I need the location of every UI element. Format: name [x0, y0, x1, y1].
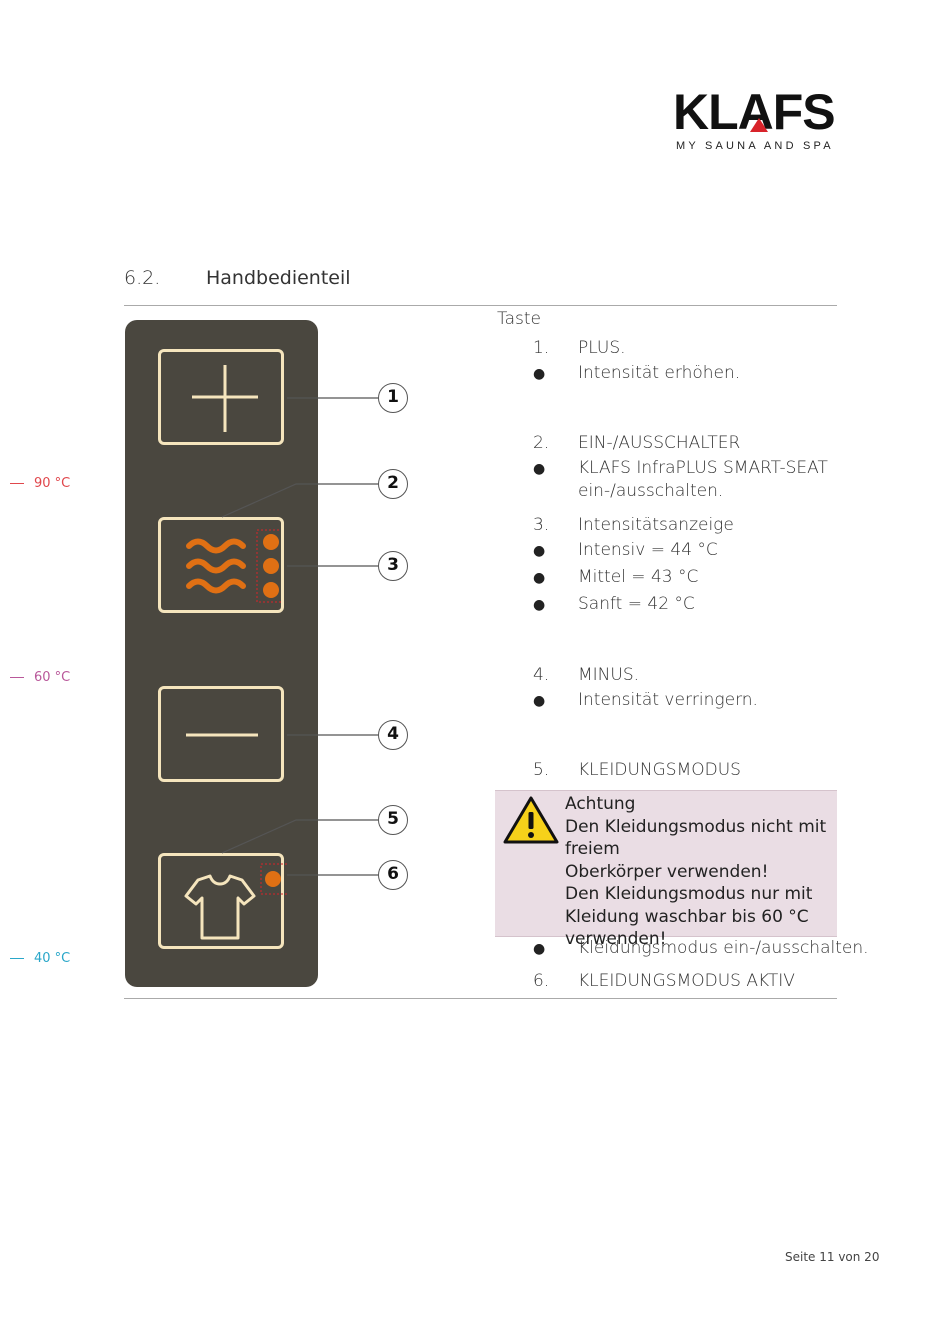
item-bullet: Sanft = 42 °C: [578, 594, 695, 614]
indicator-highlight: [260, 863, 290, 895]
item-title: KLEIDUNGSMODUS: [578, 760, 741, 780]
plus-icon: [192, 365, 258, 432]
bullet-icon: ●: [533, 941, 546, 957]
temp-marker-label: 60 °C: [34, 670, 71, 685]
shirt-icon: [184, 863, 290, 940]
logo-triangle-icon: [750, 118, 768, 132]
page-footer: Seite 11 von 20: [785, 1250, 880, 1264]
item-bullet: Intensität erhöhen.: [578, 363, 741, 383]
hand-control-panel: [125, 320, 318, 987]
item-number: 5.: [533, 760, 550, 780]
intensity-led-high: [263, 534, 279, 550]
column-header: Taste: [497, 309, 541, 329]
item-number: 3.: [533, 515, 550, 535]
marker-dash: [10, 677, 24, 678]
brand-tagline: MY SAUNA AND SPA: [676, 140, 834, 152]
bullet-icon: ●: [533, 693, 546, 709]
temp-marker-90: 90 °C: [10, 476, 70, 491]
bullet-icon: ●: [533, 570, 546, 586]
bottom-rule: [124, 998, 837, 999]
warning-line: Den Kleidungsmodus nur mit: [565, 884, 813, 904]
clothing-mode-led: [265, 871, 281, 887]
marker-dash: [10, 958, 24, 959]
bullet-icon: ●: [533, 543, 546, 559]
item-number: 4.: [533, 665, 550, 685]
warning-title: Achtung: [565, 794, 636, 814]
item-title: Intensitätsanzeige: [578, 515, 734, 535]
callout-4: 4: [378, 720, 408, 750]
warning-box: [495, 790, 837, 937]
callout-6: 6: [378, 860, 408, 890]
plus-key[interactable]: [158, 349, 284, 445]
item-number: 2.: [533, 433, 550, 453]
minus-icon: [186, 733, 258, 737]
item-title: PLUS.: [578, 338, 626, 358]
section-number: 6.2.: [124, 267, 161, 289]
warning-line: Oberkörper verwenden!: [565, 861, 769, 882]
temp-marker-60: 60 °C: [10, 670, 70, 685]
callout-5: 5: [378, 805, 408, 835]
marker-dash: [10, 483, 24, 484]
section-title: Handbedienteil: [206, 267, 351, 289]
callout-2: 2: [378, 469, 408, 499]
item-title: KLEIDUNGSMODUS AKTIV: [578, 971, 795, 991]
bullet-icon: ●: [533, 597, 546, 613]
warning-line: Den Kleidungsmodus nicht mit freiem: [565, 816, 827, 860]
warning-line: Kleidung waschbar bis 60 °C: [565, 906, 809, 927]
heat-waves-icon: [186, 529, 288, 603]
intensity-led-low: [263, 582, 279, 598]
warning-icon: [503, 796, 559, 844]
temp-marker-label: 40 °C: [34, 951, 71, 966]
callout-3: 3: [378, 551, 408, 581]
item-number: 6.: [533, 971, 550, 991]
bullet-icon: ●: [533, 461, 546, 477]
intensity-led-medium: [263, 558, 279, 574]
item-bullet-cont: ein-/ausschalten.: [578, 481, 724, 501]
temp-marker-40: 40 °C: [10, 951, 70, 966]
item-bullet: Intensität verringern.: [578, 690, 758, 710]
top-rule: [124, 305, 837, 306]
temp-marker-label: 90 °C: [34, 476, 71, 491]
clothing-mode-key[interactable]: [158, 853, 290, 949]
bullet-icon: ●: [533, 366, 546, 382]
item-bullet: KLAFS InfraPLUS SMART-SEAT: [578, 458, 828, 478]
warning-text: Achtung Den Kleidungsmodus nicht mit fre…: [565, 793, 837, 951]
minus-key[interactable]: [158, 686, 284, 782]
item-bullet: Mittel = 43 °C: [578, 567, 699, 587]
item-number: 1.: [533, 338, 550, 358]
callout-1: 1: [378, 383, 408, 413]
item-title: MINUS.: [578, 665, 640, 685]
item-title: EIN-/AUSSCHALTER: [578, 433, 741, 453]
power-key[interactable]: [158, 517, 288, 613]
item-bullet: Kleidungsmodus ein-/ausschalten.: [578, 938, 869, 958]
warning-line: verwenden!: [565, 929, 667, 949]
item-bullet: Intensiv = 44 °C: [578, 540, 718, 560]
